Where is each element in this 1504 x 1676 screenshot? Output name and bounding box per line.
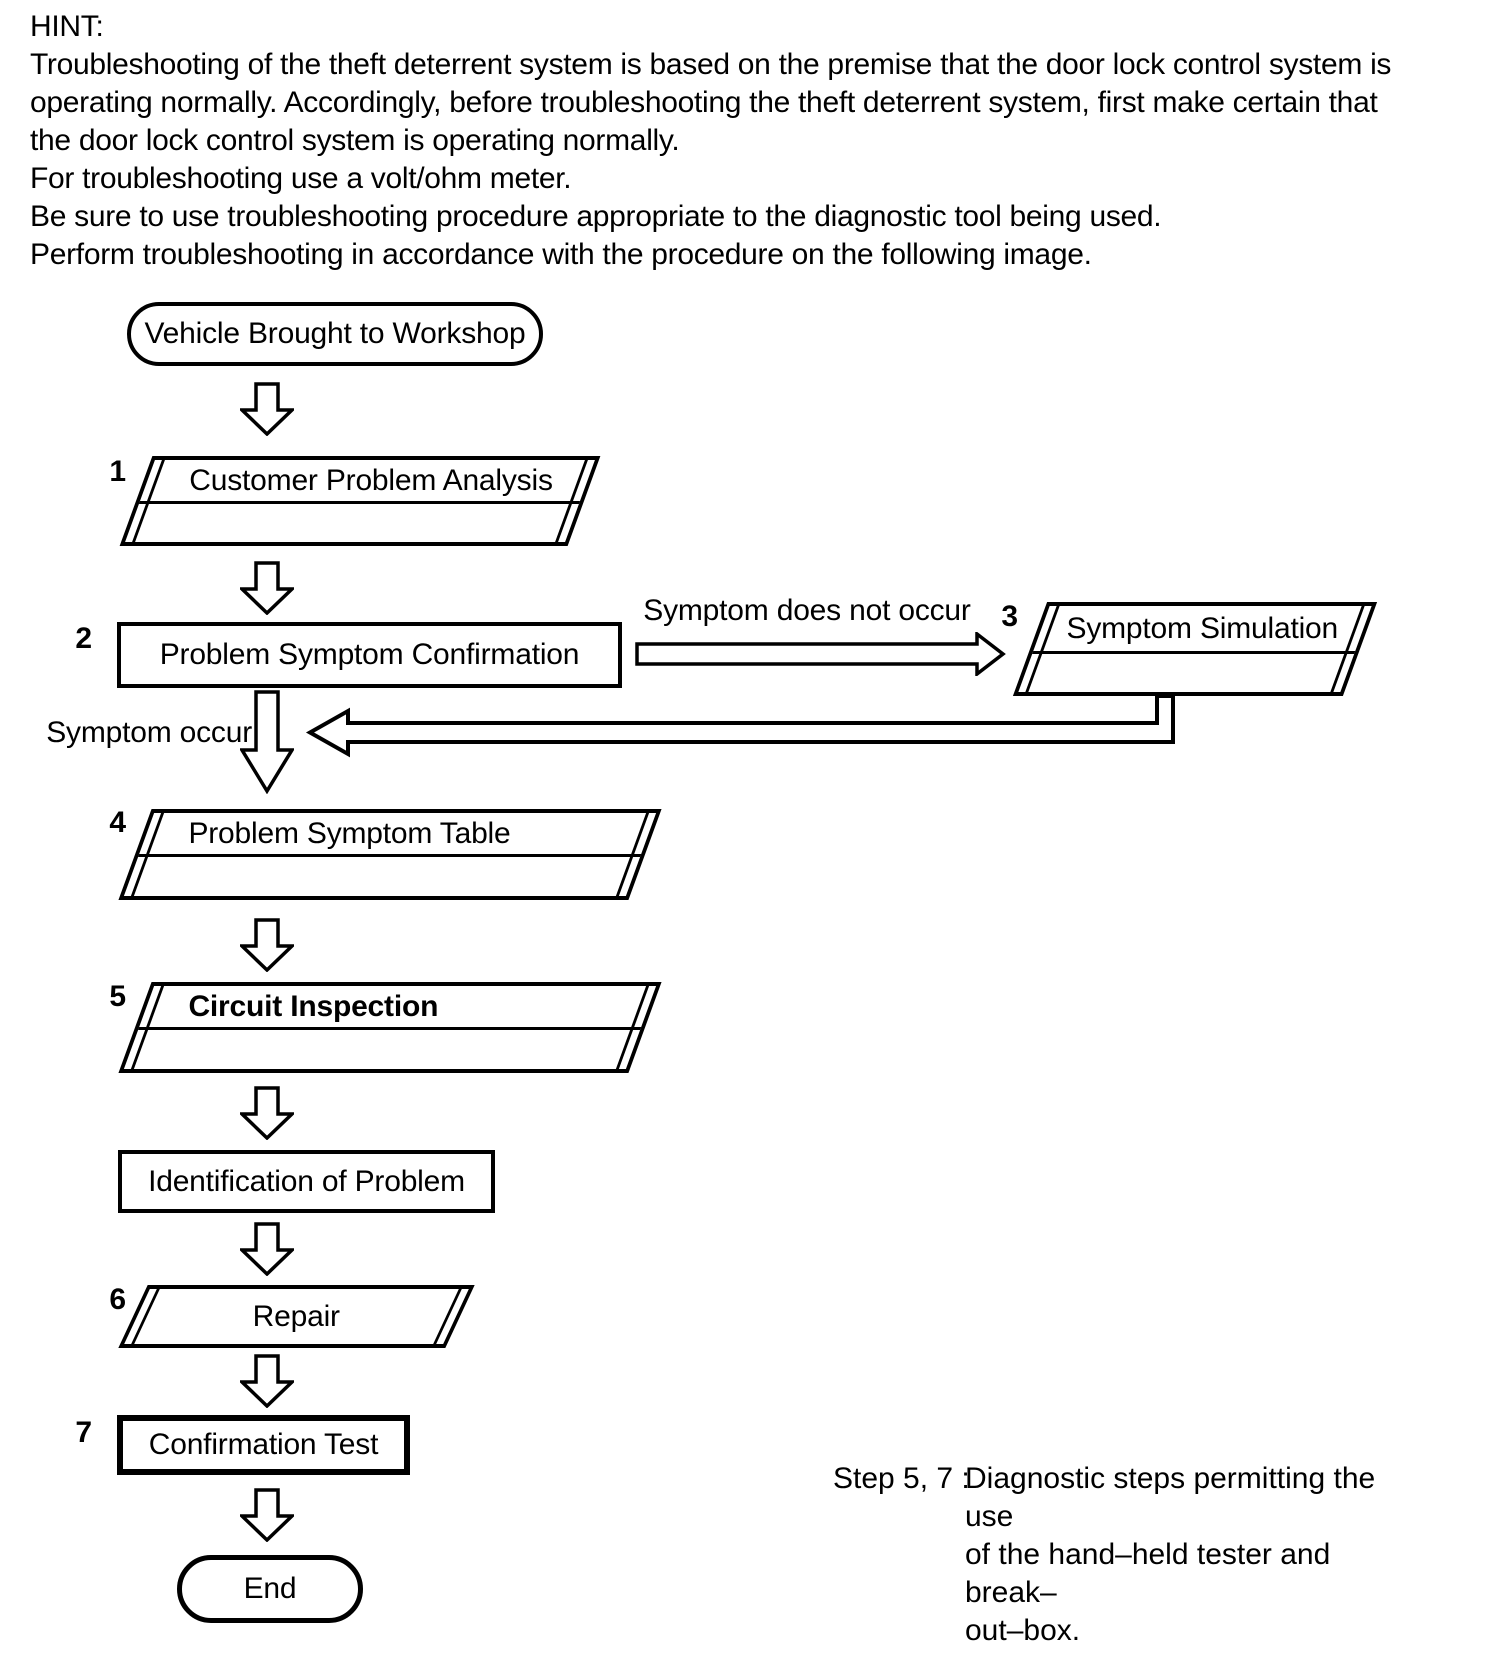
- step7-label: Confirmation Test: [148, 1428, 379, 1461]
- hint-text-line: Perform troubleshooting in accordance wi…: [30, 238, 1092, 271]
- hint-text-line: operating normally. Accordingly, before …: [30, 86, 1378, 119]
- step3-symptom-simulation-node: Symptom Simulation: [1012, 602, 1378, 696]
- step1-label: Customer Problem Analysis: [189, 463, 553, 497]
- note-step-reference: Step 5, 7 :: [833, 1462, 970, 1495]
- step6-repair-node: Repair: [118, 1285, 475, 1348]
- step7-confirmation-test-node: Confirmation Test: [117, 1415, 410, 1475]
- end-node: End: [177, 1555, 363, 1623]
- edge-label-symptom-does-not-occur: Symptom does not occur: [643, 594, 971, 627]
- start-node: Vehicle Brought to Workshop: [127, 302, 543, 366]
- return-left-arrow-connector: [305, 694, 1175, 758]
- hint-text-line: Be sure to use troubleshooting procedure…: [30, 200, 1162, 233]
- edge-label-symptom-occur: Symptom occur: [46, 716, 252, 749]
- step3-label: Symptom Simulation: [1066, 611, 1339, 645]
- step1-customer-problem-analysis-node: Customer Problem Analysis: [119, 456, 601, 546]
- step-number-4: 4: [109, 806, 126, 839]
- identification-of-problem-node: Identification of Problem: [118, 1150, 495, 1213]
- step5-circuit-inspection-node: Circuit Inspection: [118, 982, 662, 1073]
- step2-label: Problem Symptom Confirmation: [159, 638, 580, 671]
- step-number-7: 7: [75, 1416, 92, 1449]
- identification-label: Identification of Problem: [148, 1164, 465, 1198]
- step-number-5: 5: [109, 980, 126, 1013]
- note-description: Diagnostic steps permitting the use of t…: [965, 1462, 1376, 1647]
- down-arrow-icon: [240, 382, 294, 436]
- step6-label: Repair: [252, 1299, 341, 1333]
- end-node-label: End: [243, 1572, 297, 1605]
- hint-text-line: the door lock control system is operatin…: [30, 124, 680, 157]
- down-arrow-icon: [240, 690, 294, 794]
- step-number-2: 2: [75, 622, 92, 655]
- hint-heading: HINT:: [30, 10, 104, 43]
- down-arrow-icon: [240, 1222, 294, 1276]
- hint-text-line: Troubleshooting of the theft deterrent s…: [30, 48, 1392, 81]
- down-arrow-icon: [240, 561, 294, 615]
- start-node-label: Vehicle Brought to Workshop: [144, 317, 526, 350]
- step-number-3: 3: [1001, 600, 1018, 633]
- down-arrow-icon: [240, 1354, 294, 1408]
- down-arrow-icon: [240, 1086, 294, 1140]
- down-arrow-icon: [240, 918, 294, 972]
- divider-line: [138, 854, 642, 857]
- step4-label: Problem Symptom Table: [188, 816, 511, 850]
- step-number-6: 6: [109, 1283, 126, 1316]
- down-arrow-icon: [240, 1488, 294, 1542]
- step4-problem-symptom-table-node: Problem Symptom Table: [118, 809, 662, 900]
- divider-line: [138, 501, 581, 504]
- hint-text-line: For troubleshooting use a volt/ohm meter…: [30, 162, 572, 195]
- divider-line: [138, 1027, 642, 1030]
- step-number-1: 1: [109, 455, 126, 488]
- step2-problem-symptom-confirmation-node: Problem Symptom Confirmation: [117, 622, 622, 688]
- step5-label: Circuit Inspection: [188, 989, 439, 1023]
- divider-line: [1032, 651, 1356, 654]
- right-arrow-icon: [635, 632, 1006, 676]
